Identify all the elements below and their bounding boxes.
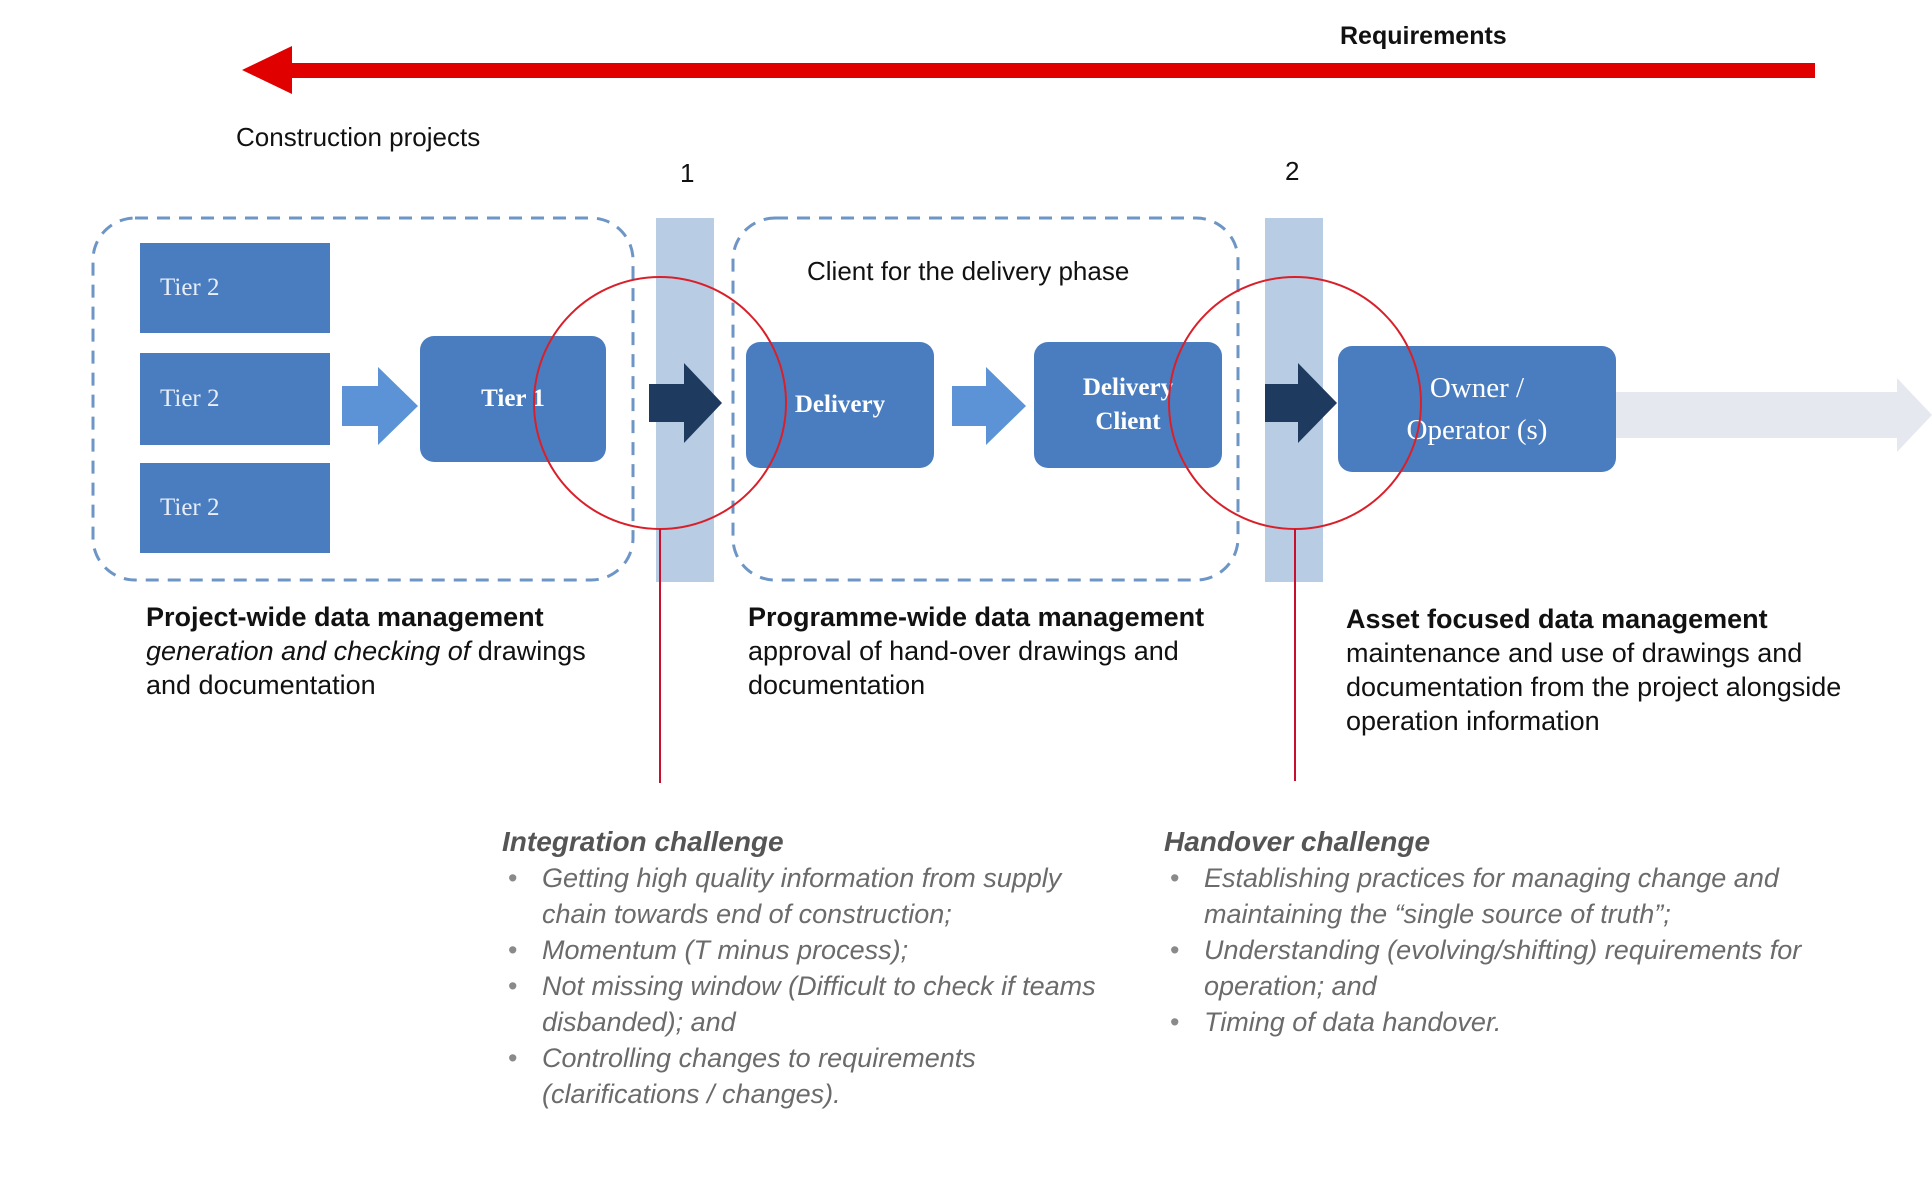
client-delivery-phase-label: Client for the delivery phase — [807, 256, 1130, 286]
programme-section-title: Programme-wide data management — [748, 602, 1205, 632]
handover-challenge-item: Establishing practices for managing chan… — [1164, 860, 1804, 932]
marker-2: 2 — [1285, 156, 1300, 186]
integration-challenge-item: Not missing window (Difficult to check i… — [502, 968, 1102, 1040]
project-section-title: Project-wide data management — [146, 602, 544, 632]
delivery-label: Delivery — [794, 391, 886, 418]
tier2-box-bottom: Tier 2 — [140, 463, 330, 553]
tier2-label: Tier 2 — [160, 385, 220, 412]
construction-projects-label: Construction projects — [236, 122, 481, 152]
handover-challenge-item: Understanding (evolving/shifting) requir… — [1164, 932, 1804, 1004]
project-section-body-rest: drawings and documentation — [146, 636, 586, 700]
handover-challenge: Handover challenge Establishing practice… — [1164, 824, 1804, 1040]
requirements-label: Requirements — [1340, 22, 1507, 50]
asset-section-body: maintenance and use of drawings and docu… — [1346, 638, 1842, 736]
tier2-label: Tier 2 — [160, 494, 220, 521]
integration-challenge-item: Controlling changes to requirements (cla… — [502, 1040, 1102, 1112]
handover-challenge-title: Handover challenge — [1164, 826, 1431, 857]
integration-challenge-item: Momentum (T minus process); — [502, 932, 1102, 968]
integration-challenge: Integration challenge Getting high quali… — [502, 824, 1102, 1112]
asset-section: Asset focused data management maintenanc… — [1346, 602, 1886, 738]
arrow-delivery-to-client — [952, 367, 1026, 445]
delivery-client-box: Delivery Client — [1034, 342, 1222, 468]
handover-challenge-item: Timing of data handover. — [1164, 1004, 1804, 1040]
delivery-client-label-line2: Client — [1095, 408, 1161, 435]
integration-challenge-list: Getting high quality information from su… — [502, 860, 1102, 1112]
tier2-box-top: Tier 2 — [140, 243, 330, 333]
integration-challenge-item: Getting high quality information from su… — [502, 860, 1102, 932]
tier2-label: Tier 2 — [160, 274, 220, 301]
requirements-arrow — [242, 46, 1815, 94]
asset-section-title: Asset focused data management — [1346, 604, 1768, 634]
project-section-body-italic: generation and checking of — [146, 636, 471, 666]
light-grey-arrow — [1615, 378, 1932, 452]
integration-challenge-title: Integration challenge — [502, 826, 784, 857]
programme-section: Programme-wide data management approval … — [748, 600, 1238, 702]
arrow-tier2-to-tier1 — [342, 367, 418, 445]
delivery-client-label-line1: Delivery — [1082, 374, 1174, 401]
marker-1: 1 — [680, 158, 695, 188]
owner-label-line2: Operator (s) — [1406, 414, 1548, 446]
tier1-box: Tier 1 — [420, 336, 606, 462]
project-section: Project-wide data management generation … — [146, 600, 636, 702]
tier2-box-middle: Tier 2 — [140, 353, 330, 445]
programme-section-body: approval of hand-over drawings and docum… — [748, 636, 1179, 700]
owner-label-line1: Owner / — [1429, 372, 1525, 404]
handover-challenge-list: Establishing practices for managing chan… — [1164, 860, 1804, 1040]
project-section-body: generation and checking of drawings and … — [146, 634, 636, 702]
delivery-box: Delivery — [746, 342, 934, 468]
owner-operator-box: Owner / Operator (s) — [1338, 346, 1616, 472]
tier1-label: Tier 1 — [481, 385, 545, 412]
